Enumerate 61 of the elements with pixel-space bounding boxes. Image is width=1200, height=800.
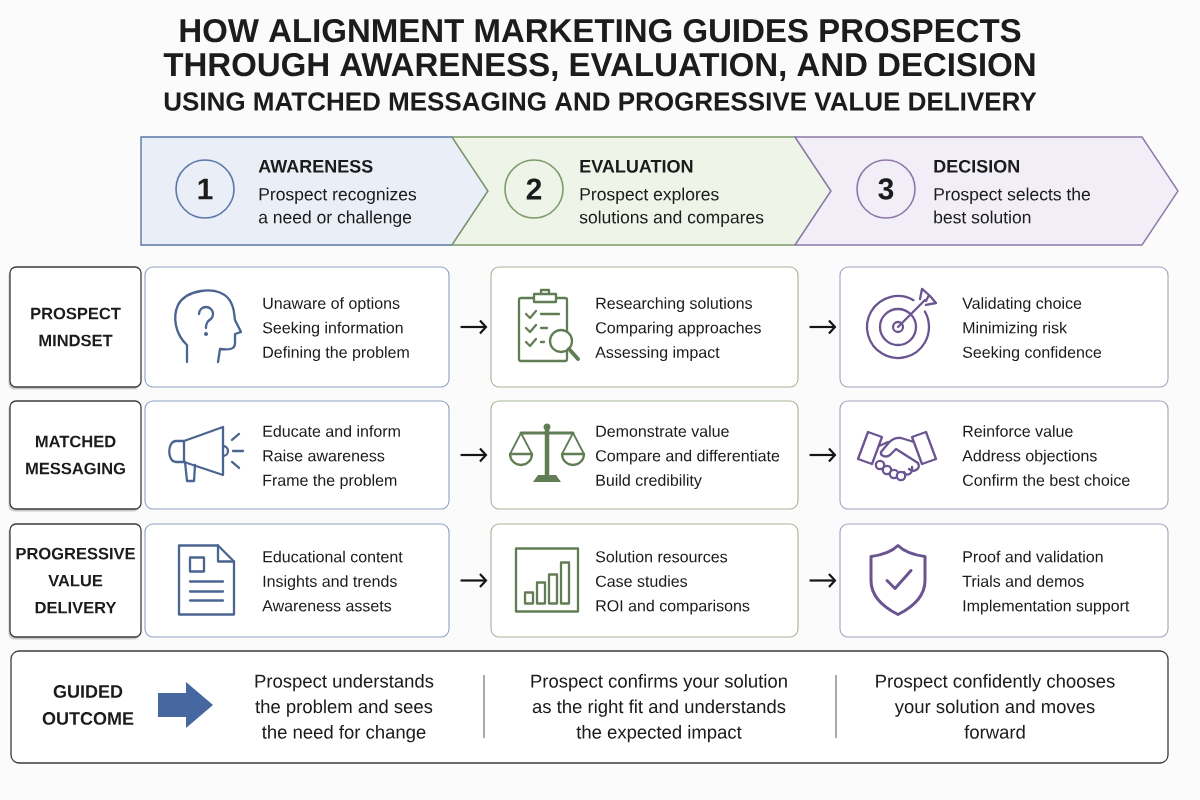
step-number: 2 [504,159,564,219]
list-item: Comparing approaches [596,321,761,337]
stage-description: Prospect recognizes a need or challenge [258,187,417,227]
list-item: Validating choice [962,297,1082,313]
stage-card [839,400,1169,510]
subtitle: USING MATCHED MESSAGING AND PROGRESSIVE VALUE DELIVERY [164,92,1037,111]
list-item: Solution resources [595,550,728,563]
arrow [809,573,837,588]
list-item: Compare and differentiate [596,449,780,465]
list-item: Educate and inform [263,425,400,437]
list-item: Trials and demos [962,575,1084,587]
stage-description: Prospect selects the best solution [934,187,1090,224]
outcome-text: Prospect understands the problem and sees the need for change [255,674,434,743]
stage-card [490,523,799,638]
stage-card [144,400,450,510]
list-item: Seeking confidence [962,346,1102,362]
list-item: Confirm the best choice [963,474,1130,486]
step-number: 3 [856,159,916,219]
stage-heading: AWARENESS [258,159,373,173]
title: HOW ALIGNMENT MARKETING GUIDES PROSPECTS THROUGH AWARENESS, EVALUATION, AND DECISION [163,18,1035,82]
arrow [460,319,488,335]
list-item: Insights and trends [263,575,397,591]
row-header: PROGRESSIVE VALUE DELIVERY [8,523,142,640]
row-header: MATCHED MESSAGING [8,400,142,512]
stage-card [490,266,799,388]
arrow [809,319,837,335]
arrow [809,447,837,463]
list-item: Unaware of options [263,297,400,313]
outcome-text: Prospect confirms your solution as the right fit and understands the expected impact [531,674,787,743]
row-header: GUIDED OUTCOME [42,685,134,725]
list-item: Researching solutions [596,297,752,313]
stage-description: Prospect explores solutions and compares [579,187,764,227]
stage-card [490,400,799,510]
list-item: Case studies [596,575,688,587]
stage-card [144,266,450,388]
list-item: ROI and comparisons [596,599,750,615]
stage-card [839,523,1169,638]
list-item: Raise awareness [263,449,385,462]
list-item: Proof and validation [963,550,1103,563]
arrow [460,447,488,463]
list-item: Build credibility [596,474,702,490]
list-item: Reinforce value [963,425,1073,437]
list-item: Awareness assets [262,600,392,612]
list-item: Seeking information [262,321,403,337]
stage-card [144,523,450,638]
list-item: Minimizing risk [963,321,1068,337]
stage-card [839,266,1169,388]
stage-heading: DECISION [934,159,1019,173]
row-header: PROSPECT MINDSET [8,266,142,390]
list-item: Frame the problem [263,474,397,490]
outcome-panel [10,650,1169,764]
list-item: Implementation support [963,599,1130,615]
stage-heading: EVALUATION [580,159,693,173]
list-item: Address objections [962,449,1097,465]
list-item: Demonstrate value [596,425,729,437]
outcome-text: Prospect confidently chooses your solution and moves forward [876,674,1115,739]
list-item: Educational content [263,550,403,563]
step-number: 1 [175,159,235,219]
arrow [460,573,488,588]
list-item: Defining the problem [263,346,409,362]
list-item: Assessing impact [595,346,720,362]
